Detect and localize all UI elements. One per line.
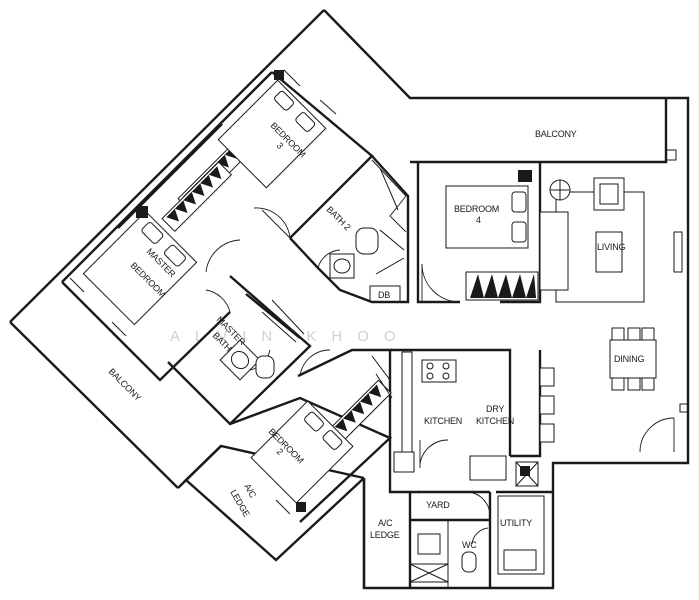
beds [82, 79, 529, 504]
label-wc: WC [462, 540, 477, 550]
windows [69, 69, 689, 515]
fixtures [136, 70, 545, 583]
wardrobes [161, 141, 539, 442]
label-bedroom-2-number: 2 [275, 446, 286, 457]
label-ac-ledge-left: A/C [242, 482, 258, 500]
label-bedroom-4-number: 4 [476, 215, 481, 225]
label-bedroom-3-number: 3 [275, 140, 286, 151]
label-yard: YARD [426, 500, 450, 510]
label-kitchen: KITCHEN [424, 416, 462, 426]
label-bath-2: BATH 2 [325, 204, 353, 232]
exterior-walls [9, 9, 690, 590]
label-balcony-top: BALCONY [535, 129, 577, 139]
label-living: LIVING [597, 242, 626, 252]
label-db: DB [378, 290, 390, 300]
label-dry-kitchen: DRY [486, 404, 504, 414]
label-ac-ledge-right: A/C [378, 518, 393, 528]
label-bedroom-4: BEDROOM [454, 204, 499, 214]
label-dining: DINING [614, 354, 644, 364]
watermark-text: ALVIN KHOO [170, 328, 411, 345]
living-dining-furniture [539, 177, 657, 443]
label-ac-ledge-right-2: LEDGE [370, 530, 400, 540]
label-balcony-left: BALCONY [107, 366, 144, 403]
label-utility: UTILITY [500, 518, 532, 528]
label-dry-kitchen-2: KITCHEN [476, 416, 514, 426]
